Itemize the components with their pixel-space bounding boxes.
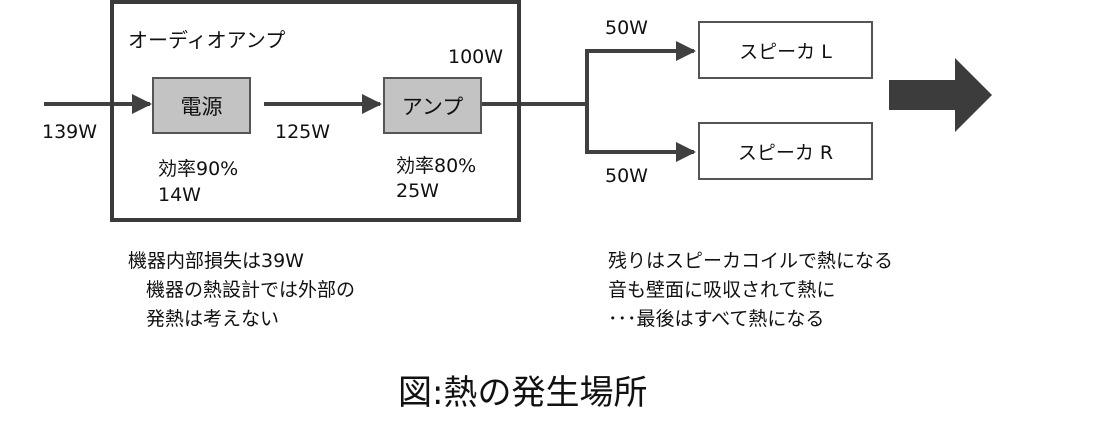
speaker-right-box: スピーカ R [698,122,873,180]
note-left-line-1: 機器内部損失は39W [128,250,304,272]
intermediate-power-label: 125W [275,121,331,143]
amplifier-label: アンプ [401,94,464,119]
supply-loss-label: 14W [158,184,201,206]
amp-loss-label: 25W [396,180,439,202]
note-right-line-1: 残りはスピーカコイルで熱になる [608,250,894,272]
internal-loss-note: 機器内部損失は39W 機器の熱設計では外部の 発熱は考えない [128,247,355,334]
audio-amp-group [110,0,521,222]
speaker-left-box: スピーカ L [698,21,873,79]
supply-efficiency-label: 効率90% [158,158,239,180]
right-speaker-power-label: 50W [605,165,648,187]
figure-caption: 図:熱の発生場所 [398,373,648,413]
note-right-line-2: 音も壁面に吸収されて熱に [608,279,836,301]
speaker-right-label: スピーカ R [737,141,834,164]
speaker-left-label: スピーカ L [739,40,832,63]
note-right-line-3: ･･･最後はすべて熱になる [608,308,825,330]
note-left-line-3: 発熱は考えない [146,308,280,330]
group-title: オーディオアンプ [128,28,286,52]
amplifier-box: アンプ [383,77,482,134]
amp-output-power-label: 100W [448,46,504,68]
heat-flow-arrow [889,58,992,132]
amp-efficiency-label: 効率80% [396,155,477,177]
power-supply-box: 電源 [152,77,251,134]
power-supply-label: 電源 [180,94,223,119]
left-speaker-power-label: 50W [605,17,648,39]
speaker-heat-note: 残りはスピーカコイルで熱になる 音も壁面に吸収されて熱に ･･･最後はすべて熱に… [608,247,893,334]
note-left-line-2: 機器の熱設計では外部の [146,279,356,301]
input-power-label: 139W [42,121,98,143]
